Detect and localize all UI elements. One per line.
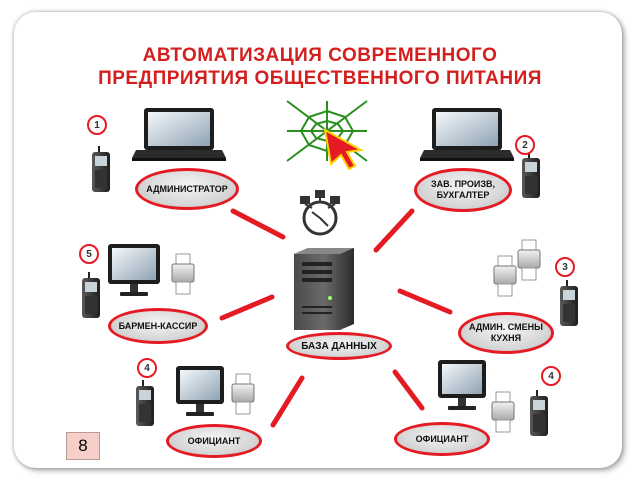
badge-3: 3 bbox=[555, 257, 575, 277]
role-waiter-left-text: ОФИЦИАНТ bbox=[188, 436, 241, 447]
badge-2: 2 bbox=[515, 135, 535, 155]
printer-icon bbox=[492, 392, 514, 432]
phone-icon bbox=[82, 272, 100, 318]
server-icon bbox=[294, 248, 354, 330]
role-cashier-text: БАРМЕН-КАССИР bbox=[119, 321, 198, 332]
role-waiter-right-text: ОФИЦИАНТ bbox=[416, 434, 469, 445]
role-waiter-right: ОФИЦИАНТ bbox=[394, 422, 490, 456]
role-shift-admin-text: АДМИН. СМЕНЫ КУХНЯ bbox=[469, 322, 543, 344]
badge-4-left: 4 bbox=[137, 358, 157, 378]
phone-icon bbox=[530, 390, 548, 436]
role-database-text: БАЗА ДАННЫХ bbox=[301, 341, 377, 352]
role-admin: АДМИНИСТРАТОР bbox=[135, 168, 239, 210]
phone-icon bbox=[522, 152, 540, 198]
monitor-icon bbox=[176, 366, 224, 416]
laptop-icon bbox=[420, 108, 514, 161]
clock-network-icon bbox=[300, 190, 340, 234]
role-admin-text: АДМИНИСТРАТОР bbox=[146, 184, 228, 195]
role-manager-text: ЗАВ. ПРОИЗВ, БУХГАЛТЕР bbox=[431, 179, 495, 201]
monitor-icon bbox=[108, 244, 160, 296]
badge-4-right: 4 bbox=[541, 366, 561, 386]
connector-cashier bbox=[222, 297, 272, 318]
badge-1: 1 bbox=[87, 115, 107, 135]
monitor-icon bbox=[438, 360, 486, 410]
printer-icon bbox=[518, 240, 540, 280]
phone-icon bbox=[92, 146, 110, 192]
phone-icon bbox=[560, 280, 578, 326]
role-manager-line-2: БУХГАЛТЕР bbox=[437, 190, 490, 200]
phone-icon bbox=[136, 380, 154, 426]
connector-admin bbox=[233, 211, 283, 237]
slide-title: АВТОМАТИЗАЦИЯ СОВРЕМЕННОГО ПРЕДПРИЯТИЯ О… bbox=[0, 44, 640, 90]
role-shift-admin: АДМИН. СМЕНЫ КУХНЯ bbox=[458, 312, 554, 354]
title-line-1: АВТОМАТИЗАЦИЯ СОВРЕМЕННОГО bbox=[0, 44, 640, 67]
role-cashier: БАРМЕН-КАССИР bbox=[108, 308, 208, 344]
cursor-icon bbox=[325, 130, 361, 169]
slide-number: 8 bbox=[66, 432, 100, 460]
connector-waiter-left bbox=[273, 378, 302, 425]
role-database: БАЗА ДАННЫХ bbox=[286, 332, 392, 360]
role-manager-line-1: ЗАВ. ПРОИЗВ, bbox=[431, 179, 495, 189]
printer-icon bbox=[232, 374, 254, 414]
role-shift-admin-line-1: АДМИН. СМЕНЫ bbox=[469, 322, 543, 332]
laptop-icon bbox=[132, 108, 226, 161]
role-manager: ЗАВ. ПРОИЗВ, БУХГАЛТЕР bbox=[414, 168, 512, 212]
printer-icon bbox=[494, 256, 516, 296]
badge-5: 5 bbox=[79, 244, 99, 264]
role-shift-admin-line-2: КУХНЯ bbox=[491, 333, 521, 343]
title-line-2: ПРЕДПРИЯТИЯ ОБЩЕСТВЕННОГО ПИТАНИЯ bbox=[0, 67, 640, 90]
role-waiter-left: ОФИЦИАНТ bbox=[166, 424, 262, 458]
connector-manager bbox=[376, 211, 412, 250]
printer-icon bbox=[172, 254, 194, 294]
connector-waiter-right bbox=[395, 372, 422, 408]
connector-shift-admin bbox=[400, 291, 450, 312]
